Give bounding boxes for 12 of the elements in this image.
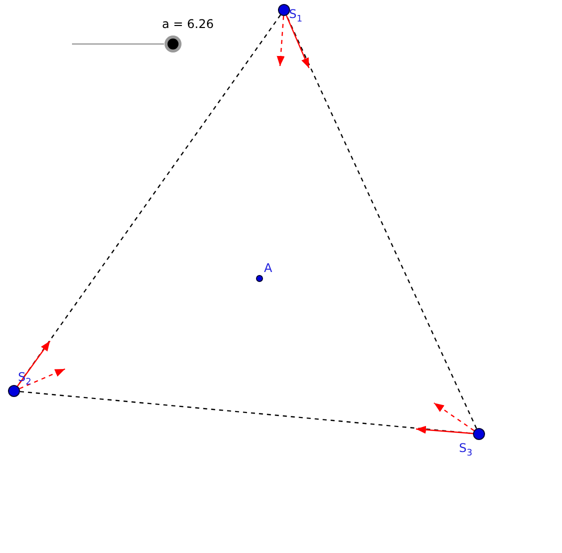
vector-arrow bbox=[286, 15, 310, 68]
dashed-vector-arrow bbox=[19, 368, 66, 390]
point-label: S$_{3}$ bbox=[459, 442, 472, 458]
vector-arrow bbox=[17, 340, 50, 386]
dashed-vector-arrow bbox=[434, 402, 474, 432]
point-label: A bbox=[264, 262, 272, 274]
triangle-side bbox=[286, 15, 478, 429]
point-label: S$_{1}$ bbox=[289, 8, 302, 24]
slider-value-label: a = 6.26 bbox=[162, 17, 214, 31]
vector-arrow bbox=[416, 426, 474, 434]
triangle-side bbox=[16, 14, 282, 386]
dashed-vector-arrow bbox=[276, 16, 285, 66]
